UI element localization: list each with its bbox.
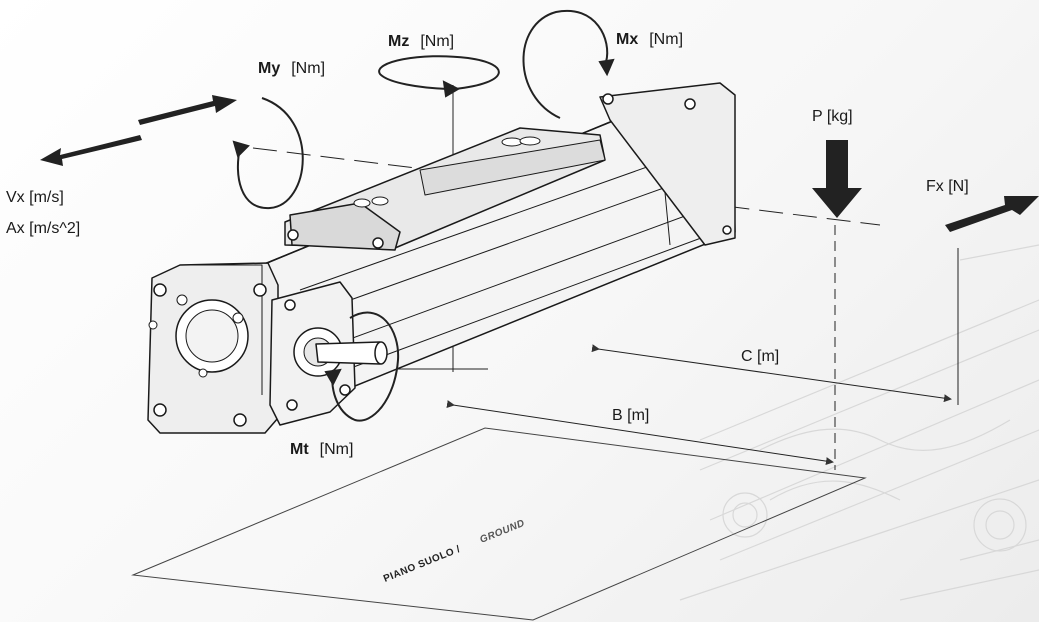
label-my-unit: [Nm] — [291, 60, 325, 77]
moment-arrow-mx — [522, 9, 615, 119]
label-mx-unit: [Nm] — [649, 31, 683, 48]
arrow-vx-right — [138, 95, 237, 125]
dimension-c — [591, 344, 952, 403]
ground-label-en: GROUND — [478, 518, 526, 546]
moment-arrow-mt — [324, 311, 400, 422]
arrow-fx — [945, 196, 1039, 232]
label-mt: Mt [Nm] — [290, 441, 353, 458]
label-mx-symbol: Mx — [616, 31, 638, 48]
dimension-b — [446, 400, 834, 466]
label-mz-unit: [Nm] — [420, 33, 454, 50]
label-mz: Mz [Nm] — [388, 33, 454, 50]
ground-plane: PIANO SUOLO / GROUND — [131, 427, 867, 621]
linear-actuator — [147, 82, 736, 434]
arrow-vx-left — [40, 135, 142, 166]
label-c: C [m] — [741, 348, 779, 365]
label-vx: Vx [m/s] — [6, 189, 64, 206]
ground-label-it: PIANO SUOLO / — [382, 544, 462, 585]
moment-arrow-my — [232, 97, 304, 210]
label-mx: Mx [Nm] — [616, 31, 683, 48]
label-mz-symbol: Mz — [388, 33, 409, 50]
label-mt-symbol: Mt — [290, 441, 309, 458]
label-mt-unit: [Nm] — [320, 441, 354, 458]
label-fx: Fx [N] — [926, 178, 969, 195]
arrow-p-down — [812, 140, 862, 218]
label-my-symbol: My — [258, 60, 280, 77]
moment-arrow-mz — [378, 55, 500, 98]
label-p: P [kg] — [812, 108, 853, 125]
label-b: B [m] — [612, 407, 649, 424]
background-sketch — [679, 244, 1039, 601]
label-ax: Ax [m/s^2] — [6, 220, 80, 237]
label-my: My [Nm] — [258, 60, 325, 77]
